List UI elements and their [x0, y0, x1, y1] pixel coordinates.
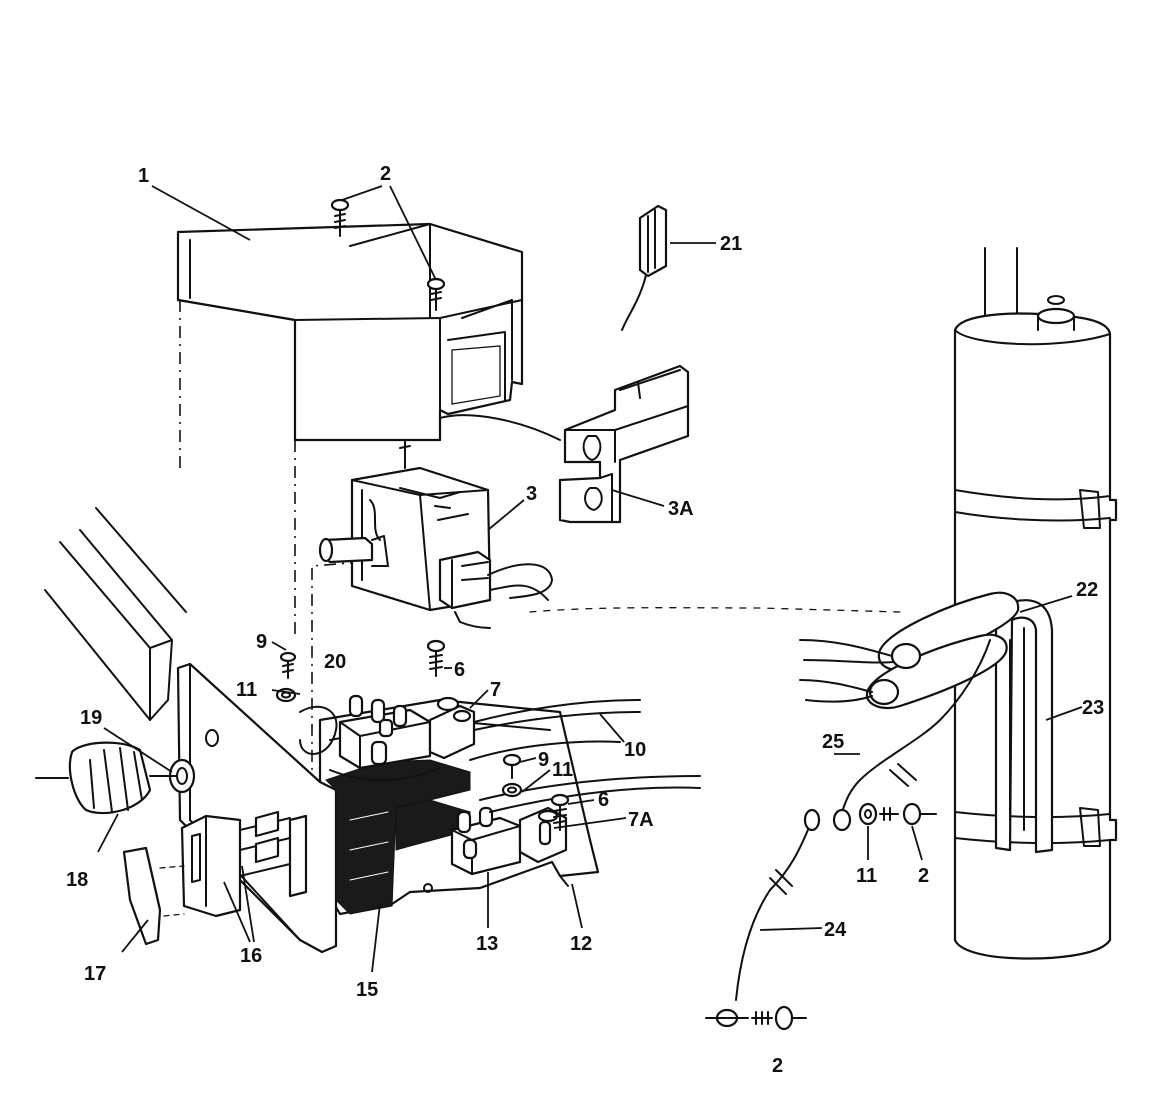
cover-part-1	[176, 222, 524, 442]
callout-9-left: 9	[256, 631, 267, 653]
switch-part-13	[450, 806, 522, 876]
callout-3A: 3A	[668, 498, 694, 520]
callout-2-bottom: 2	[772, 1055, 783, 1077]
knob-part-18	[35, 741, 177, 815]
grommet-sleeve-part-22	[799, 591, 1020, 710]
earth-wire-part-25	[832, 639, 991, 832]
callout-22: 22	[1076, 579, 1098, 601]
callout-2-assembly: 2	[918, 865, 929, 887]
terminal-part-7A	[518, 806, 568, 864]
earth-wire-part-24	[705, 808, 821, 1028]
screw-part-9-right	[502, 753, 522, 779]
callout-25: 25	[822, 731, 844, 753]
callout-13: 13	[476, 933, 498, 955]
washer-part-11-right	[501, 782, 523, 798]
leader-lines	[97, 185, 1083, 973]
callout-21: 21	[720, 233, 742, 255]
thermostat-part-3	[318, 439, 553, 629]
relay-part-20	[338, 694, 432, 770]
terminal-part-7	[428, 696, 476, 760]
callout-18: 18	[66, 869, 88, 891]
callout-16: 16	[240, 945, 262, 967]
screw-part-6-upper	[426, 639, 446, 677]
callout-19: 19	[80, 707, 102, 729]
callout-6-lower: 6	[598, 789, 609, 811]
callout-9-right: 9	[538, 749, 549, 771]
wiring-harness-part-15	[325, 759, 471, 915]
callout-17: 17	[84, 963, 106, 985]
screw-part-6-lower	[550, 793, 570, 831]
screw-part-2-bottom	[751, 1005, 807, 1031]
sensor-probe-part-21	[621, 204, 668, 331]
callout-11-left: 11	[236, 679, 257, 701]
callout-10: 10	[624, 739, 646, 761]
screw-part-2-right-assembly	[879, 802, 937, 826]
mounting-rail	[44, 507, 187, 721]
callout-15: 15	[356, 979, 378, 1001]
dashed-capillary-line	[529, 607, 901, 613]
screw-part-2-top-left	[330, 198, 350, 237]
callout-23: 23	[1082, 697, 1104, 719]
callout-1: 1	[138, 165, 149, 187]
washer-part-11-right-assembly	[858, 802, 878, 826]
callout-20: 20	[324, 651, 346, 673]
callout-2-cover: 2	[380, 163, 391, 185]
callout-7: 7	[490, 679, 501, 701]
element-tube-part-23	[994, 599, 1054, 854]
callout-12: 12	[570, 933, 592, 955]
callout-11-right: 11	[552, 759, 573, 781]
callout-3: 3	[526, 483, 537, 505]
callout-7A: 7A	[628, 809, 654, 831]
capillary-wire	[439, 414, 561, 441]
switch-cover-part-17	[122, 846, 185, 946]
callout-24: 24	[824, 919, 847, 941]
callout-6-upper: 6	[454, 659, 465, 681]
callout-11-assembly: 11	[856, 865, 877, 887]
rocker-switch-part-16	[180, 810, 308, 918]
screw-part-2-top-right	[426, 277, 446, 311]
screw-part-9-left	[279, 651, 297, 679]
bracket-part-3A	[558, 364, 690, 524]
callout-labels: 1 2 21 3 3A 20 9 11 6 7 10 9 11 6 7A 19 …	[66, 163, 1104, 1077]
